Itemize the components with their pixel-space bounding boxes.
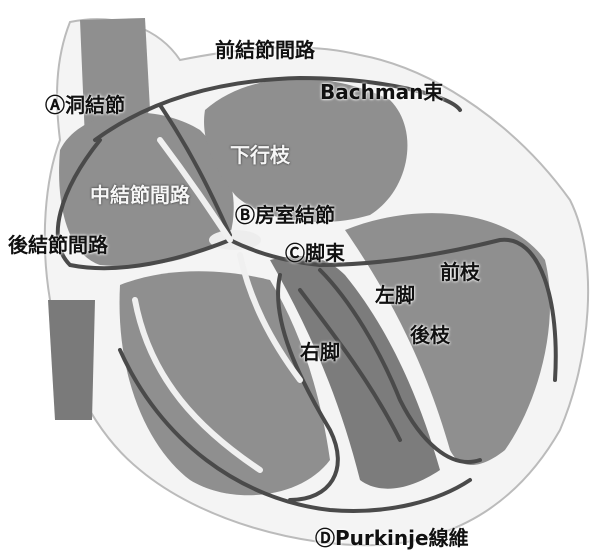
label-posterior-internodal: 後結節間路 <box>8 235 108 255</box>
label-purkinje-fibers: ⒹPurkinje線維 <box>315 528 469 548</box>
label-his-bundle: Ⓒ脚束 <box>285 243 345 263</box>
label-av-node: Ⓑ房室結節 <box>235 205 335 225</box>
label-descending-branch: 下行枝 <box>230 145 290 165</box>
label-anterior-internodal: 前結節間路 <box>215 40 315 60</box>
label-anterior-fascicle: 前枝 <box>440 262 480 282</box>
label-posterior-fascicle: 後枝 <box>410 325 450 345</box>
label-middle-internodal: 中結節間路 <box>90 185 190 205</box>
label-left-bundle: 左脚 <box>375 285 415 305</box>
label-bachman-bundle: Bachman束 <box>320 82 443 102</box>
label-right-bundle: 右脚 <box>300 342 340 362</box>
label-sa-node: Ⓐ洞結節 <box>45 95 125 115</box>
inferior-vena-cava <box>48 300 95 420</box>
